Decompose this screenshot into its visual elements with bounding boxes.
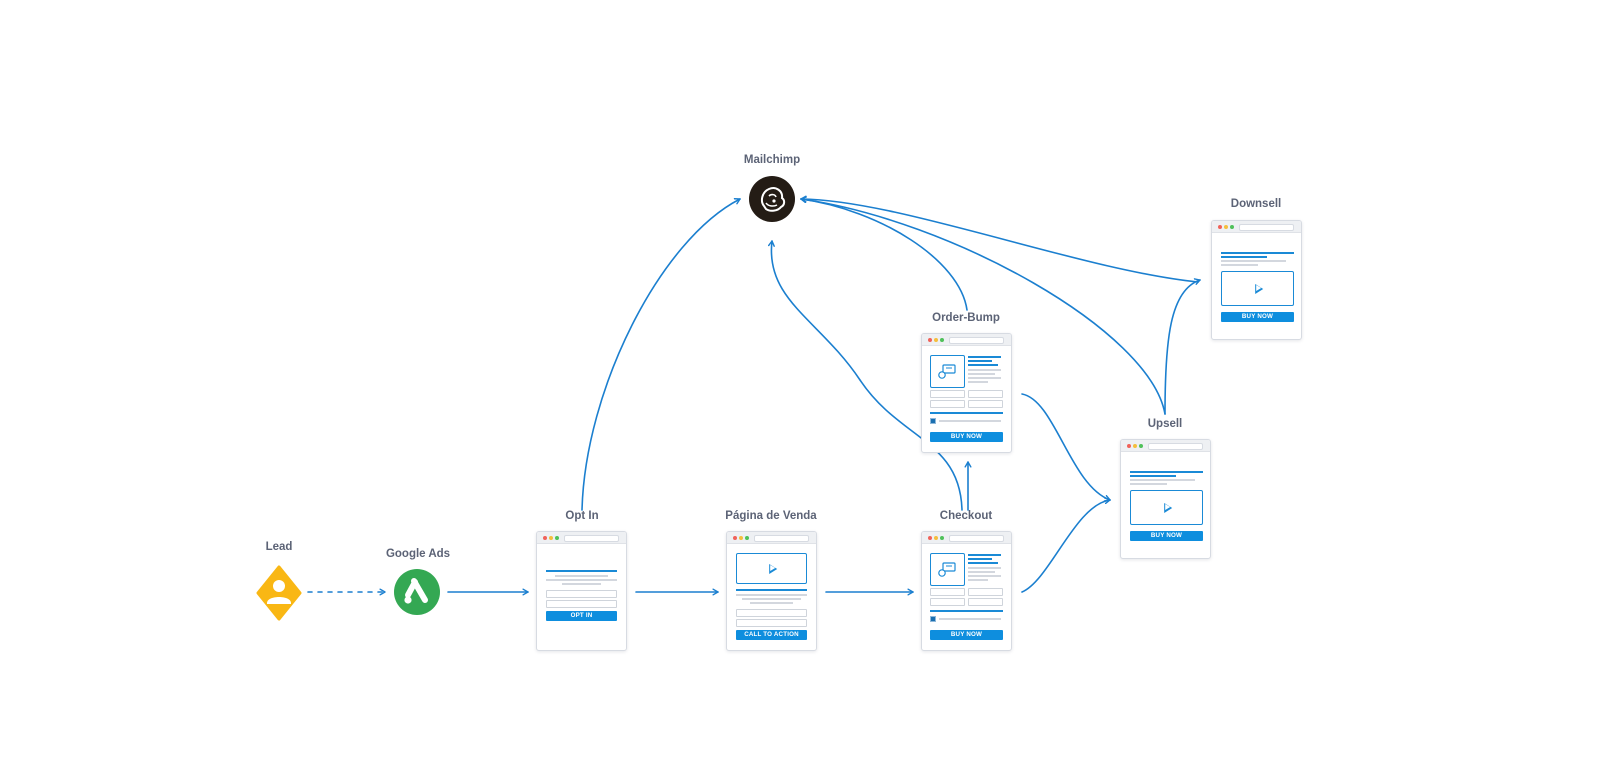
google-ads-icon (394, 569, 440, 615)
google-ads-label: Google Ads (385, 548, 451, 560)
buy-now-button: BUY NOW (930, 432, 1003, 442)
edge-order-bump-to-mailchimp (800, 196, 968, 311)
edge-opt-in-to-mailchimp (581, 198, 741, 511)
edge-checkout-to-upsell (1021, 497, 1111, 593)
form-field (736, 619, 807, 627)
product-card-icon (930, 355, 965, 388)
edge-downsell-to-mailchimp (800, 195, 1199, 283)
browser-bar (922, 334, 1011, 346)
edge-order-bump-to-upsell (1021, 393, 1111, 502)
browser-bar (727, 532, 816, 544)
google-ads-node[interactable] (394, 569, 440, 615)
edge-upsell-to-downsell (1164, 278, 1201, 415)
person-icon (256, 565, 302, 621)
upsell-page[interactable]: BUY NOW (1120, 439, 1211, 559)
video-play-icon (736, 553, 807, 584)
lead-node[interactable] (255, 565, 303, 621)
opt-in-button: OPT IN (546, 611, 617, 621)
buy-now-button: BUY NOW (930, 630, 1003, 640)
video-play-icon (1221, 271, 1294, 306)
downsell-label: Downsell (1230, 198, 1282, 210)
buy-now-button: BUY NOW (1130, 531, 1203, 541)
order-bump-page[interactable]: BUY NOW (921, 333, 1012, 453)
checkbox-icon (930, 418, 936, 424)
form-field (736, 609, 807, 617)
edge-checkout-to-mailchimp (767, 240, 963, 511)
browser-bar (537, 532, 626, 544)
mailchimp-icon (749, 176, 795, 222)
call-to-action-button: CALL TO ACTION (736, 630, 807, 640)
opt-in-label: Opt In (565, 510, 599, 522)
downsell-page[interactable]: BUY NOW (1211, 220, 1302, 340)
opt-in-page[interactable]: OPT IN (536, 531, 627, 651)
buy-now-button: BUY NOW (1221, 312, 1294, 322)
browser-bar (1212, 221, 1301, 233)
edge-upsell-to-mailchimp (800, 196, 1166, 415)
product-card-icon (930, 553, 965, 586)
sales-page-label: Página de Venda (725, 510, 817, 522)
mailchimp-node[interactable] (749, 176, 795, 222)
lead-label: Lead (265, 541, 293, 553)
form-field (546, 600, 617, 608)
mailchimp-label: Mailchimp (743, 154, 801, 166)
checkbox-icon (930, 616, 936, 622)
order-bump-label: Order-Bump (932, 312, 1000, 324)
sales-page[interactable]: CALL TO ACTION (726, 531, 817, 651)
checkout-label: Checkout (939, 510, 993, 522)
browser-bar (1121, 440, 1210, 452)
form-field (546, 590, 617, 598)
checkout-page[interactable]: BUY NOW (921, 531, 1012, 651)
upsell-label: Upsell (1147, 418, 1183, 430)
video-play-icon (1130, 490, 1203, 525)
browser-bar (922, 532, 1011, 544)
